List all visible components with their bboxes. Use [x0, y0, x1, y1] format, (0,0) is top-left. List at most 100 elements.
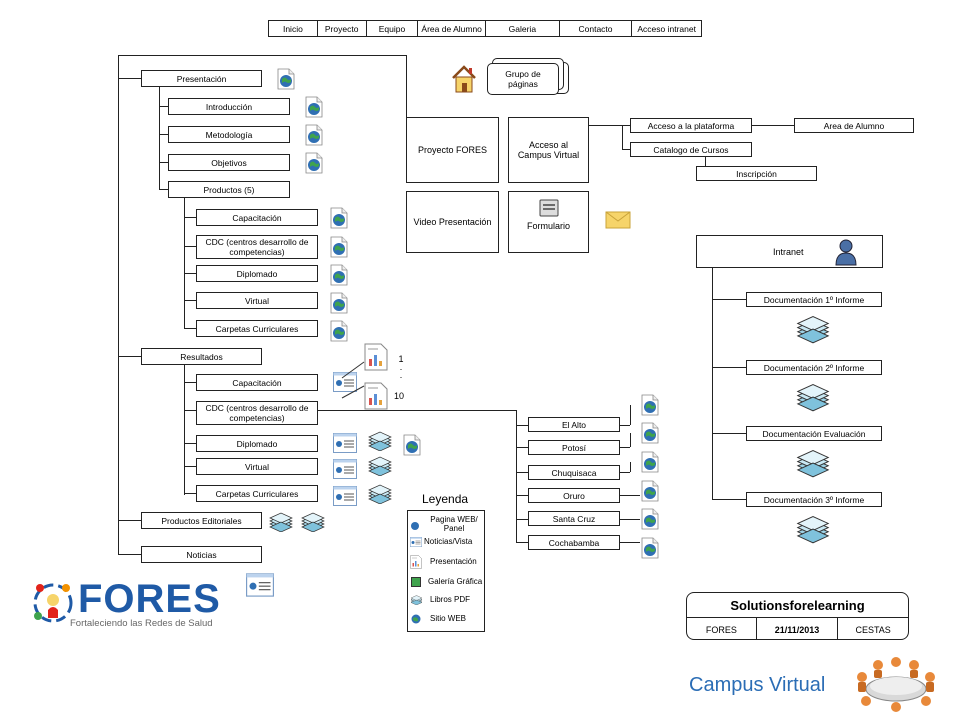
node-presentacion[interactable]: Presentación — [141, 70, 262, 87]
books-icon — [367, 484, 393, 504]
logo-name: FORES — [78, 577, 221, 621]
globe-icon — [641, 537, 659, 559]
doc-informe-2[interactable]: Documentación 2º Informe — [746, 360, 882, 375]
connector — [184, 382, 196, 383]
connector — [159, 87, 160, 190]
report-icon — [364, 343, 388, 371]
nav-proyecto[interactable]: Proyecto — [318, 21, 367, 36]
house-icon — [452, 65, 476, 93]
formulario-label: Formulario — [526, 221, 570, 231]
connector — [184, 466, 196, 467]
node-capacitacion[interactable]: Capacitación — [196, 209, 318, 226]
node-virtual[interactable]: Virtual — [196, 292, 318, 309]
doc-informe-1[interactable]: Documentación 1º Informe — [746, 292, 882, 307]
node-resultados[interactable]: Resultados — [141, 348, 262, 365]
people-icon — [857, 657, 935, 712]
logo-people-icon — [33, 583, 73, 623]
date: 21/11/2013 — [757, 618, 839, 639]
books-icon — [367, 431, 393, 451]
connector — [159, 189, 169, 190]
globe-icon — [403, 434, 421, 456]
node-formulario[interactable]: Formulario — [508, 191, 589, 253]
globe-icon — [641, 394, 659, 416]
connector — [622, 125, 623, 149]
connector — [705, 157, 706, 166]
node-objetivos[interactable]: Objetivos — [168, 154, 290, 171]
city-chuquisaca[interactable]: Chuquisaca — [528, 465, 620, 480]
node-acceso-campus[interactable]: Acceso al Campus Virtual — [508, 117, 589, 183]
node-diplomado[interactable]: Diplomado — [196, 265, 318, 282]
city-el-alto[interactable]: El Alto — [528, 417, 620, 432]
globe-icon — [305, 96, 323, 118]
globe-icon — [330, 292, 348, 314]
globe-icon — [305, 124, 323, 146]
connector — [752, 125, 794, 126]
connector — [712, 499, 746, 500]
doc-informe-3[interactable]: Documentación 3º Informe — [746, 492, 882, 507]
node-video-presentacion[interactable]: Video Presentación — [406, 191, 499, 253]
node-metodologia[interactable]: Metodología — [168, 126, 290, 143]
nav-contacto[interactable]: Contacto — [560, 21, 633, 36]
node-catalogo[interactable]: Catalogo de Cursos — [630, 142, 752, 157]
node-r-capacitacion[interactable]: Capacitación — [196, 374, 318, 391]
panel-icon — [333, 433, 357, 453]
globe-icon — [330, 207, 348, 229]
city-santa-cruz[interactable]: Santa Cruz — [528, 511, 620, 526]
node-r-cdc[interactable]: CDC (centros desarrollo de competencias) — [196, 401, 318, 425]
nav-galeria[interactable]: Galeria — [486, 21, 560, 36]
connector — [184, 365, 185, 495]
nav-inicio[interactable]: Inicio — [269, 21, 318, 36]
city-potosi[interactable]: Potosí — [528, 440, 620, 455]
panel-icon — [410, 537, 422, 547]
nav-equipo[interactable]: Equipo — [367, 21, 419, 36]
connector — [159, 162, 169, 163]
connector — [622, 149, 630, 150]
node-noticias[interactable]: Noticias — [141, 546, 262, 563]
doc-evaluacion[interactable]: Documentación Evaluación — [746, 426, 882, 441]
connector — [184, 410, 196, 411]
connector — [184, 443, 196, 444]
panel-icon — [333, 486, 357, 506]
node-introduccion[interactable]: Introducción — [168, 98, 290, 115]
connector — [620, 519, 640, 520]
node-acceso-plataforma[interactable]: Acceso a la plataforma — [630, 118, 752, 133]
connector — [712, 433, 746, 434]
legend-box: Pagina WEB/ Panel Noticias/Vista Present… — [407, 510, 485, 632]
globe-icon — [330, 320, 348, 342]
connector — [318, 410, 516, 411]
connector — [516, 425, 528, 426]
node-productos-editoriales[interactable]: Productos Editoriales — [141, 512, 262, 529]
node-cdc[interactable]: CDC (centros desarrollo de competencias) — [196, 235, 318, 259]
node-inscripcion[interactable]: Inscripción — [696, 166, 817, 181]
connector — [712, 267, 713, 499]
nav-acceso-intranet[interactable]: Acceso intranet — [637, 23, 696, 34]
connector — [516, 447, 528, 448]
nav-area-alumno[interactable]: Área de Alumno — [418, 21, 487, 36]
report-icon — [410, 555, 422, 569]
node-productos[interactable]: Productos (5) — [168, 181, 290, 198]
node-carpetas[interactable]: Carpetas Curriculares — [196, 320, 318, 337]
connector — [516, 495, 528, 496]
node-proyecto-fores[interactable]: Proyecto FORES — [406, 117, 499, 183]
gallery-icon — [411, 577, 421, 587]
globe-icon — [330, 236, 348, 258]
node-r-virtual[interactable]: Virtual — [196, 458, 318, 475]
node-r-diplomado[interactable]: Diplomado — [196, 435, 318, 452]
books-icon — [795, 382, 831, 412]
books-icon — [795, 314, 831, 344]
connector — [184, 328, 196, 329]
globe-icon — [641, 480, 659, 502]
panel-icon — [246, 572, 274, 598]
globe-icon — [411, 614, 421, 624]
city-oruro[interactable]: Oruro — [528, 488, 620, 503]
connector — [620, 495, 640, 496]
node-area-alumno[interactable]: Area de Alumno — [794, 118, 914, 133]
tree-top-line — [118, 55, 407, 56]
globe-icon — [641, 508, 659, 530]
connector — [516, 542, 528, 543]
group-label: Grupo de páginas — [487, 63, 559, 95]
connector — [620, 447, 630, 448]
city-cochabamba[interactable]: Cochabamba — [528, 535, 620, 550]
connector — [620, 542, 640, 543]
node-r-carpetas[interactable]: Carpetas Curriculares — [196, 485, 318, 502]
